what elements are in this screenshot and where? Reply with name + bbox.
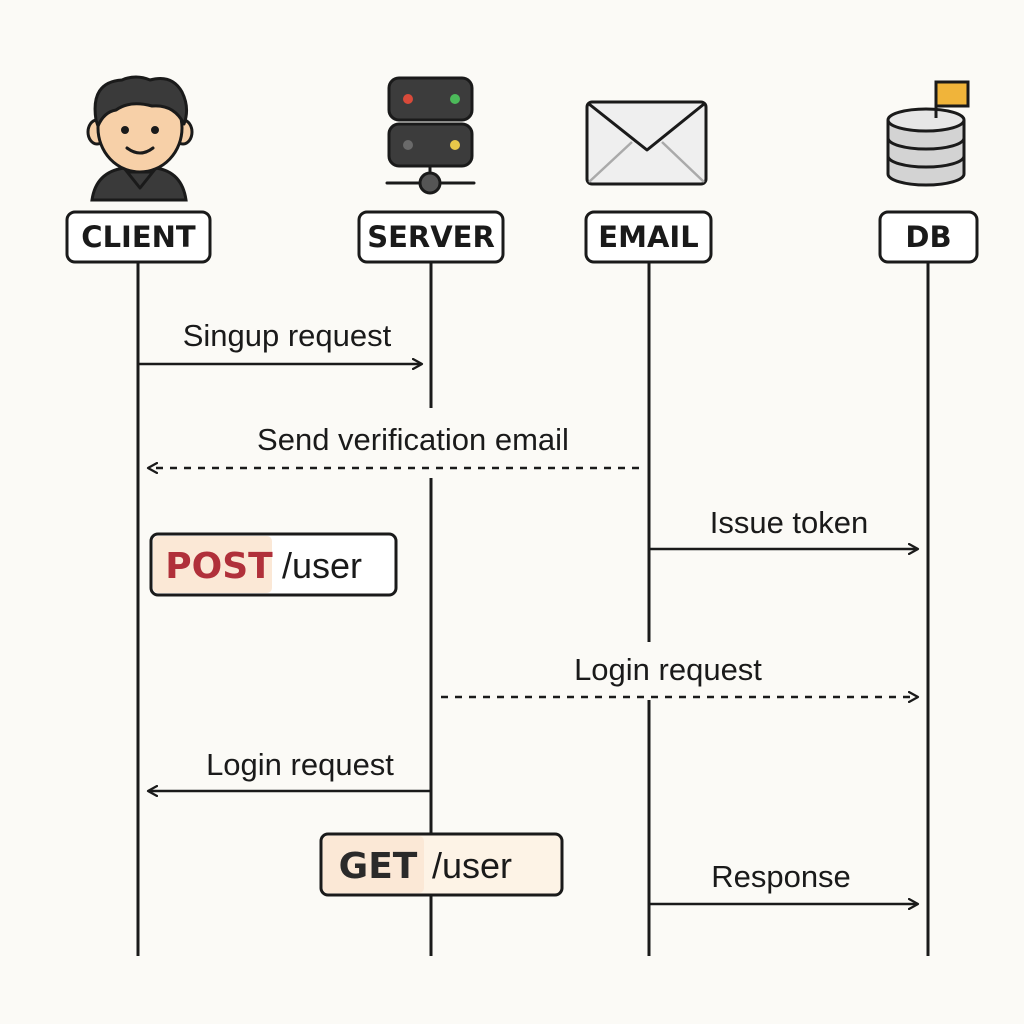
envelope-icon xyxy=(585,100,708,186)
actor-db-label: DB xyxy=(905,220,951,254)
database-icon xyxy=(886,80,970,187)
http-method-post: POST xyxy=(165,546,273,587)
http-method-get: GET xyxy=(339,846,418,887)
message-label: Login request xyxy=(206,747,394,782)
message-label: Send verification email xyxy=(257,422,569,457)
actor-server-label: SERVER xyxy=(367,220,495,254)
endpoint-get-user: GET /user xyxy=(319,832,564,897)
message-label: Issue token xyxy=(710,505,869,540)
message-issue-token: Issue token xyxy=(650,505,918,549)
actor-db: DB xyxy=(878,210,979,264)
message-login-request-to-client: Login request xyxy=(148,747,430,791)
message-label: Response xyxy=(711,859,851,894)
actor-email: EMAIL xyxy=(584,210,713,264)
server-rack-icon xyxy=(385,76,476,195)
message-label: Login request xyxy=(574,652,762,687)
message-label: Singup request xyxy=(183,318,392,353)
person-icon xyxy=(86,75,194,202)
endpoint-post-user: POST /user xyxy=(149,532,398,597)
endpoint-path: /user xyxy=(282,545,362,586)
message-signup-request: Singup request xyxy=(139,318,422,364)
actor-email-label: EMAIL xyxy=(598,220,698,254)
endpoint-path: /user xyxy=(432,845,512,886)
message-send-verification-email: Send verification email xyxy=(148,422,639,468)
message-login-request-to-db: Login request xyxy=(441,652,918,697)
actor-client: CLIENT xyxy=(65,210,212,264)
actor-server: SERVER xyxy=(357,210,505,264)
actor-client-label: CLIENT xyxy=(81,220,196,254)
message-response: Response xyxy=(650,859,918,904)
